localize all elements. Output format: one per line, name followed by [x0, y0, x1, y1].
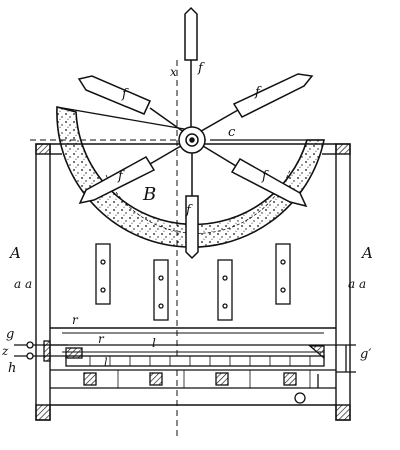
- left-post-foot: [35, 404, 51, 421]
- block: [283, 372, 297, 386]
- label-f-bottom: f: [185, 203, 193, 218]
- label-l-lower: l: [104, 356, 108, 369]
- label-f-top: f: [197, 61, 205, 76]
- blade-upper-right: [195, 73, 314, 135]
- label-c: c: [228, 125, 236, 140]
- label-f-upper-left: f: [121, 87, 129, 102]
- label-f-lower-left: f: [117, 169, 125, 184]
- frame: [35, 143, 351, 421]
- blade-top: [184, 6, 198, 131]
- label-x: x: [170, 65, 177, 79]
- left-post-cap: [35, 143, 51, 155]
- label-r-left: r: [72, 313, 79, 327]
- label-aa-left: a a: [14, 277, 32, 291]
- label-A-right: A: [360, 244, 373, 262]
- hub-axle: [189, 137, 195, 143]
- blade-bottom: [185, 148, 199, 260]
- label-g-left: g: [6, 327, 14, 342]
- right-post-foot: [335, 404, 351, 421]
- block: [149, 372, 163, 386]
- label-f-upper-right: f: [254, 85, 262, 100]
- right-post-cap: [335, 143, 351, 155]
- paddle-wheel: [77, 6, 314, 260]
- labels: A A a a a a B c x f f f f f f r l r l g …: [1, 61, 373, 376]
- hanger-tabs: [95, 243, 291, 321]
- block: [215, 372, 229, 386]
- tab: [95, 243, 111, 305]
- label-l-upper: l: [152, 336, 156, 350]
- block: [83, 372, 97, 386]
- tab: [275, 243, 291, 305]
- rack-l: [65, 355, 325, 367]
- right-wedge: [308, 345, 325, 360]
- right-brace: [336, 344, 356, 373]
- label-r-mid: r: [98, 332, 105, 346]
- label-g-right: g′: [360, 347, 371, 362]
- label-z: z: [1, 344, 9, 358]
- label-h: h: [8, 361, 16, 376]
- left-post: [35, 143, 51, 421]
- drain-knob: [294, 392, 306, 404]
- left-rod: [14, 340, 68, 362]
- tab: [217, 259, 233, 321]
- label-aa-right: a a: [348, 277, 366, 291]
- slide-block: [65, 347, 83, 359]
- base-assembly: [50, 327, 336, 406]
- blade-lower-right: [197, 142, 308, 208]
- tab: [153, 259, 169, 321]
- label-f-lower-right: f: [261, 169, 269, 184]
- label-B: B: [142, 184, 156, 205]
- blade-upper-left: [77, 75, 189, 136]
- label-A-left: A: [8, 244, 21, 262]
